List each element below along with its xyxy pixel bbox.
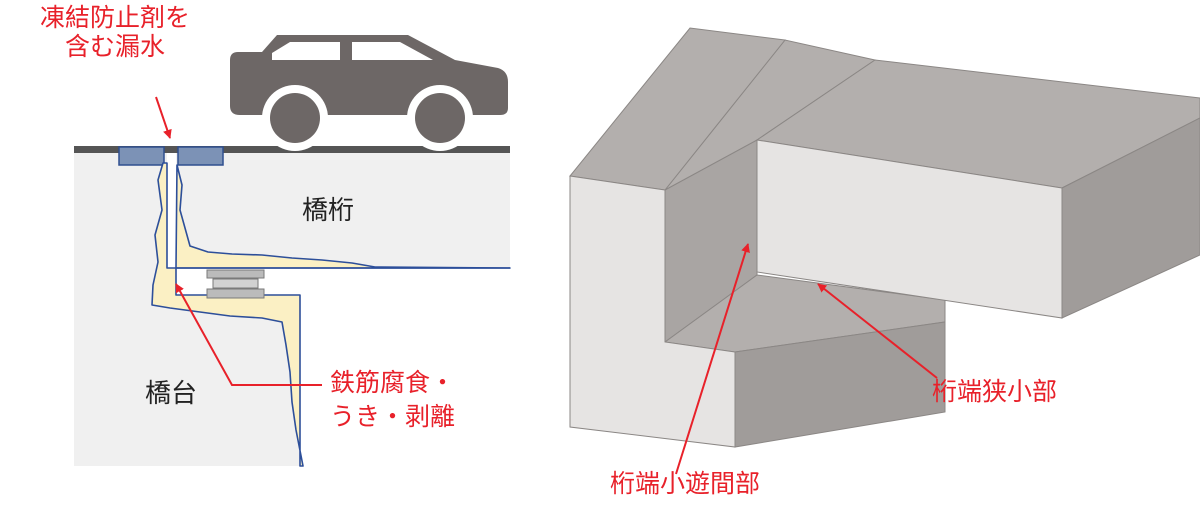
narrow-part-arrow [817, 283, 938, 379]
abutment-label: 橋台 [145, 379, 198, 409]
antifreeze-leak-label: 凍結防止剤を 含む漏水 [20, 3, 210, 62]
isometric-view [569, 27, 1200, 475]
damage-label: 鉄筋腐食・ うき・剥離 [330, 366, 455, 434]
narrow-part-label: 桁端狭小部 [932, 377, 1058, 406]
car-icon [230, 35, 508, 151]
leak-arrow [155, 96, 172, 139]
damage-line2: うき・剥離 [330, 401, 456, 431]
small-gap-arrow [675, 243, 750, 475]
small-gap-part-label: 桁端小遊間部 [610, 469, 761, 498]
joint-left [118, 146, 165, 166]
girder-side [1061, 117, 1200, 319]
damage-arrow [175, 283, 322, 386]
antifreeze-line2: 含む漏水 [64, 31, 165, 61]
antifreeze-line1: 凍結防止剤を [39, 3, 190, 32]
girder-label: 橋桁 [302, 196, 355, 226]
damage-line1: 鉄筋腐食・ [330, 368, 456, 397]
bearing [206, 269, 265, 299]
girder-body [176, 152, 510, 268]
joint-right [177, 146, 224, 166]
abutment-right-side [734, 321, 946, 448]
